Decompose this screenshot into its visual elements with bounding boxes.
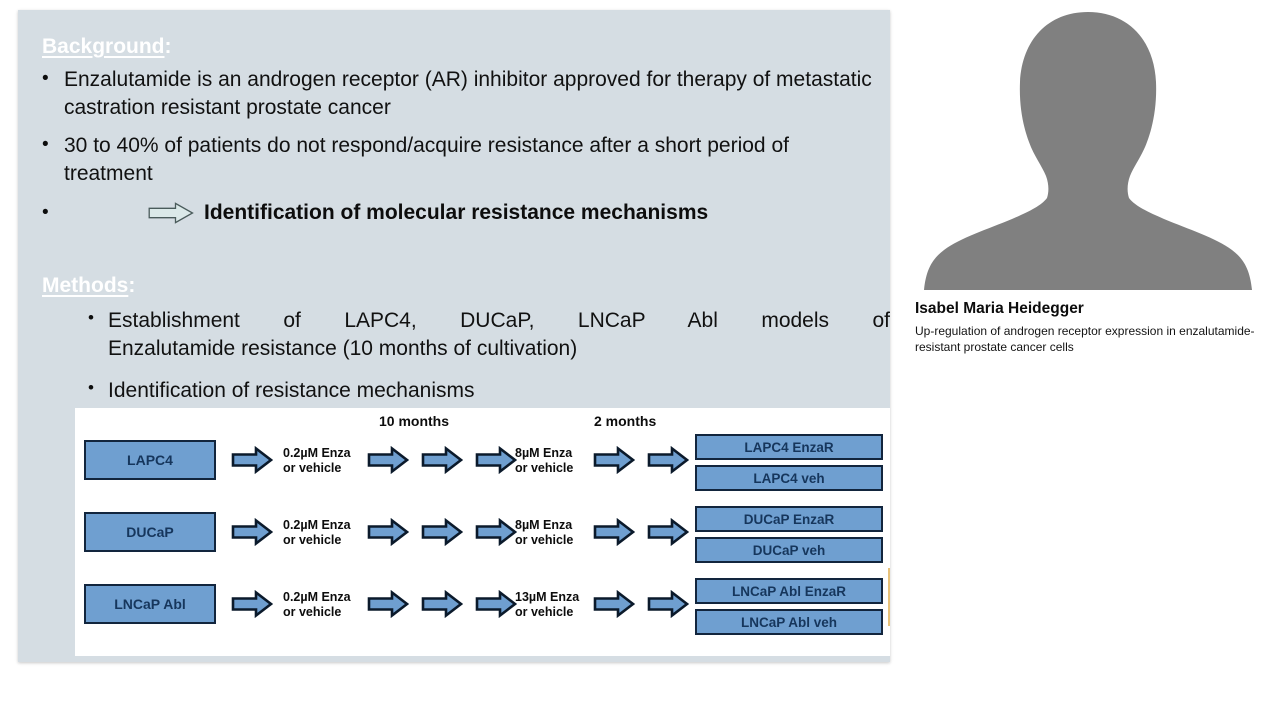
methods-bullet-2-text: Identification of resistance mechanisms <box>108 379 475 402</box>
flow-arrow-icon <box>647 517 690 547</box>
flow-arrow-icon <box>647 445 690 475</box>
dose-low-line2: or vehicle <box>283 605 342 620</box>
result-stack: LAPC4 EnzaR LAPC4 veh <box>695 434 883 491</box>
dose-high-line1: 8µM Enza <box>515 518 573 532</box>
background-bullet-2: • 30 to 40% of patients do not respond/a… <box>42 132 890 188</box>
diagram-edge-accent <box>888 568 890 626</box>
speaker-name: Isabel Maria Heidegger <box>915 300 1084 317</box>
methods-heading-colon: : <box>128 274 136 297</box>
flow-arrow-icon <box>367 589 410 619</box>
dose-high-line2: or vehicle <box>515 605 574 620</box>
flow-arrow-icon <box>475 589 518 619</box>
dose-high: 8µM Enza or vehicle <box>515 446 573 477</box>
bullet-marker: • <box>42 68 49 89</box>
flow-arrow-icon <box>647 589 690 619</box>
dose-low-line1: 0.2µM Enza <box>283 590 351 604</box>
phase-label-short: 2 months <box>594 413 657 429</box>
dose-high-line1: 13µM Enza <box>515 590 580 604</box>
flow-arrow-icon <box>231 589 274 619</box>
result-box-resistant: DUCaP EnzaR <box>695 506 883 532</box>
dose-low-line2: or vehicle <box>283 461 342 476</box>
methods-heading: Methods: <box>42 274 135 297</box>
flow-arrow-icon <box>367 445 410 475</box>
background-bullet-2-text: 30 to 40% of patients do not respond/acq… <box>64 134 789 185</box>
background-heading-colon: : <box>164 35 172 58</box>
bullet-marker: • <box>88 378 94 397</box>
dose-high: 8µM Enza or vehicle <box>515 518 573 549</box>
methods-bullet-1-line1: Establishment of LAPC4, DUCaP, LNCaP Abl… <box>108 309 890 332</box>
cell-line-box: LNCaP Abl <box>84 584 216 624</box>
result-box-resistant: LNCaP Abl EnzaR <box>695 578 883 604</box>
experiment-workflow-diagram: 10 months 2 months LAPC4 0.2µM Enza or v… <box>75 408 890 656</box>
result-stack: DUCaP EnzaR DUCaP veh <box>695 506 883 563</box>
flow-arrow-icon <box>231 445 274 475</box>
slide-panel: Background: • Enzalutamide is an androge… <box>18 10 890 662</box>
dose-low-line1: 0.2µM Enza <box>283 446 351 460</box>
flow-arrow-icon <box>593 589 636 619</box>
background-bullet-3: • Identification of molecular resistance… <box>42 200 890 225</box>
slide-content-area: Background: • Enzalutamide is an androge… <box>18 10 890 662</box>
dose-high-line2: or vehicle <box>515 461 574 476</box>
workflow-row: LAPC4 0.2µM Enza or vehicle 8µM Enza or … <box>75 434 890 498</box>
dose-low-line2: or vehicle <box>283 533 342 548</box>
flow-arrow-icon <box>421 445 464 475</box>
result-box-vehicle: LAPC4 veh <box>695 465 883 491</box>
flow-arrow-icon <box>593 517 636 547</box>
methods-bullet-2: • Identification of resistance mechanism… <box>88 377 890 405</box>
background-bullet-1-text: Enzalutamide is an androgen receptor (AR… <box>64 68 872 119</box>
phase-label-long: 10 months <box>379 413 450 429</box>
dose-high-line1: 8µM Enza <box>515 446 573 460</box>
background-heading: Background: <box>42 35 172 58</box>
avatar <box>908 0 1268 290</box>
methods-bullet-1-text: Establishment of LAPC4, DUCaP, LNCaP Abl… <box>108 307 890 363</box>
flow-arrow-icon <box>421 517 464 547</box>
bullet-marker: • <box>42 134 49 155</box>
result-box-vehicle: LNCaP Abl veh <box>695 609 883 635</box>
methods-bullet-1: • Establishment of LAPC4, DUCaP, LNCaP A… <box>88 307 890 363</box>
flow-arrow-icon <box>475 517 518 547</box>
workflow-row: LNCaP Abl 0.2µM Enza or vehicle 13µM Enz… <box>75 578 890 642</box>
bullet-marker: • <box>88 308 94 327</box>
dose-high-line2: or vehicle <box>515 533 574 548</box>
callout-group: Identification of molecular resistance m… <box>148 200 708 225</box>
dose-low: 0.2µM Enza or vehicle <box>283 518 351 549</box>
speaker-talk-title: Up-regulation of androgen receptor expre… <box>915 324 1255 354</box>
result-stack: LNCaP Abl EnzaR LNCaP Abl veh <box>695 578 883 635</box>
flow-arrow-icon <box>593 445 636 475</box>
result-box-resistant: LAPC4 EnzaR <box>695 434 883 460</box>
methods-bullet-1-line2: Enzalutamide resistance (10 months of cu… <box>108 336 578 360</box>
right-block-arrow-icon <box>148 201 194 224</box>
flow-arrow-icon <box>231 517 274 547</box>
dose-low-line1: 0.2µM Enza <box>283 518 351 532</box>
person-silhouette-icon <box>924 12 1252 290</box>
methods-heading-label: Methods <box>42 274 129 297</box>
workflow-row: DUCaP 0.2µM Enza or vehicle 8µM Enza or … <box>75 506 890 570</box>
flow-arrow-icon <box>475 445 518 475</box>
bullet-marker: • <box>42 202 49 224</box>
flow-arrow-icon <box>421 589 464 619</box>
cell-line-box: LAPC4 <box>84 440 216 480</box>
callout-text: Identification of molecular resistance m… <box>204 201 709 224</box>
flow-arrow-icon <box>367 517 410 547</box>
speaker-panel: Isabel Maria Heidegger Up-regulation of … <box>908 0 1280 720</box>
dose-high: 13µM Enza or vehicle <box>515 590 579 621</box>
background-heading-label: Background <box>42 35 165 58</box>
result-box-vehicle: DUCaP veh <box>695 537 883 563</box>
background-bullet-1: • Enzalutamide is an androgen receptor (… <box>42 66 890 122</box>
dose-low: 0.2µM Enza or vehicle <box>283 446 351 477</box>
dose-low: 0.2µM Enza or vehicle <box>283 590 351 621</box>
cell-line-box: DUCaP <box>84 512 216 552</box>
